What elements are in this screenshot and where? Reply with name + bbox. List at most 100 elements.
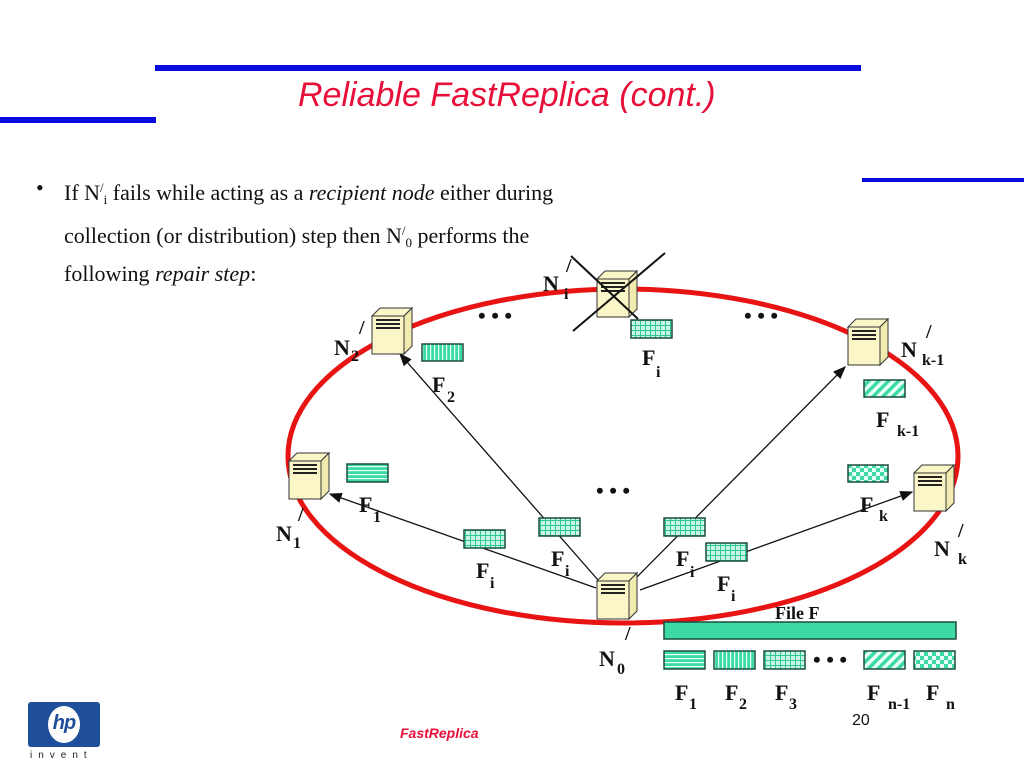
hp-logo-mark: hp [52, 712, 76, 734]
server-n0-icon [596, 572, 638, 620]
text: performs the [412, 223, 530, 248]
chunk-fk1 [863, 379, 906, 398]
top-accent-bar [155, 65, 861, 71]
server-n2-icon [371, 307, 413, 355]
prime: / [297, 504, 304, 526]
label: F [775, 680, 788, 705]
repair-chunk-fi [463, 529, 506, 549]
subscript: 1 [689, 696, 697, 713]
subscript: i [656, 364, 661, 381]
label-f1: F 1 [359, 492, 381, 526]
text: following [64, 261, 156, 286]
label: F [876, 407, 889, 432]
subscript: 2 [351, 348, 359, 365]
file-part-n-1 [863, 650, 906, 670]
subscript: 0 [617, 661, 625, 678]
label-nk: / N k [934, 520, 967, 568]
file-part-n [913, 650, 956, 670]
text: collection (or distribution) step then N [64, 223, 402, 248]
file-part-label-n-1: F n-1 [867, 680, 910, 713]
text: fails while acting as a [107, 180, 309, 205]
chunk-fk [847, 464, 889, 483]
label: N [934, 536, 950, 561]
page-number: 20 [852, 712, 870, 729]
repair-chunk-fi [663, 517, 706, 537]
ellipsis-right: • • • [744, 303, 778, 328]
prime: / [401, 223, 406, 238]
prime: / [565, 255, 572, 277]
label: F [725, 680, 738, 705]
prime: / [624, 623, 631, 645]
subscript: i [564, 286, 569, 303]
label: F [675, 680, 688, 705]
label: F [860, 492, 873, 517]
label: F [867, 680, 880, 705]
subscript: n [946, 696, 955, 713]
repair-chunk-fi [538, 517, 581, 537]
subscript: k [958, 551, 967, 568]
label: N [599, 646, 615, 671]
hp-logo-circle: hp [48, 706, 80, 743]
label: F [551, 546, 564, 571]
arrow-n0-n1 [328, 492, 597, 589]
label: N [276, 521, 292, 546]
label-fk1: F k-1 [876, 407, 919, 440]
subscript: i [731, 588, 736, 605]
file-part-1 [663, 650, 706, 670]
arrow-n0-nk1 [633, 366, 846, 581]
file-part-label-1: F 1 [675, 680, 697, 713]
label-fk: F k [860, 492, 888, 525]
label: F [717, 571, 730, 596]
prime: / [925, 321, 932, 343]
file-part-label-n: F n [926, 680, 955, 713]
slide-title: Reliable FastReplica (cont.) [298, 76, 716, 114]
text: If N [64, 180, 101, 205]
emphasis: repair step [155, 261, 251, 286]
bullet-paragraph: • If N / i fails while acting as a recipie… [36, 172, 756, 289]
text: : [250, 261, 257, 286]
chunk-f2 [421, 343, 464, 362]
subscript: 1 [293, 535, 301, 552]
server-nk1-icon [847, 318, 889, 366]
prime: / [957, 520, 964, 542]
failed-node-cross-icon [572, 252, 666, 332]
subscript: k-1 [897, 423, 919, 440]
label-repair-fi: F i [676, 546, 695, 581]
label: N [543, 271, 559, 296]
server-n1-icon [288, 452, 330, 500]
subscript: k-1 [922, 352, 944, 369]
file-parts-ellipsis: • • • [813, 647, 847, 672]
label-repair-fi: F i [551, 546, 570, 580]
subscript: 2 [739, 696, 747, 713]
label-n0: / N 0 [599, 623, 631, 678]
label: F [926, 680, 939, 705]
ellipsis-left: • • • [478, 303, 512, 328]
subscript: 3 [789, 696, 797, 713]
emphasis: recipient node [308, 180, 435, 205]
label-nk1: / N k-1 [901, 321, 944, 369]
file-part-label-2: F 2 [725, 680, 747, 713]
ellipsis-center: • • • [596, 478, 630, 503]
text: either during [434, 180, 554, 205]
label-ni: / N i [543, 255, 572, 303]
subscript: i [565, 563, 570, 580]
file-bar [663, 621, 957, 640]
failed-node-cross-icon [570, 255, 639, 320]
label: F [642, 345, 655, 370]
file-part-2 [713, 650, 756, 670]
label: F [359, 492, 372, 517]
file-part-label-3: F 3 [775, 680, 797, 713]
subscript: k [879, 508, 888, 525]
subscript: 0 [405, 235, 413, 250]
label: F [676, 546, 689, 571]
file-part-3 [763, 650, 806, 670]
label-f2: F 2 [432, 372, 455, 406]
hp-logo-tagline: invent [30, 750, 93, 761]
label-fi-failed: F i [642, 345, 661, 381]
bullet-marker: • [36, 175, 44, 200]
subscript: i [103, 192, 108, 207]
subscript: 1 [373, 509, 381, 526]
subscript: i [490, 575, 495, 592]
server-nk-icon [913, 464, 955, 512]
